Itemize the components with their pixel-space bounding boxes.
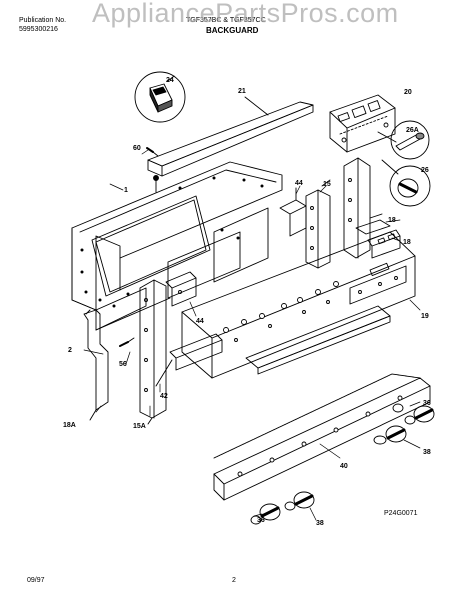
callout-26: 26 (421, 167, 429, 174)
footer-date: 09/97 (27, 577, 45, 584)
publication-label: Publication No. (19, 17, 67, 24)
control-panel-overlay (245, 305, 391, 375)
callout-15: 15 (323, 181, 331, 188)
model-numbers: TGF357BC & TGF357CC (186, 17, 266, 24)
part-44-bracket (279, 187, 307, 237)
part-19-control-panel (181, 231, 416, 379)
callout-21: 21 (238, 88, 246, 95)
part-26-knob (381, 159, 431, 207)
callout-56: 56 (119, 361, 127, 368)
part-1-back-panel (71, 161, 283, 331)
watermark: AppliancePartsPros.com (92, 0, 399, 28)
part-38-knob-4 (250, 503, 281, 525)
part-18a-side-bracket (83, 309, 109, 421)
callout-38-right: 38 (423, 449, 431, 456)
part-40-lower-panel (213, 373, 431, 501)
leader-lines (83, 149, 421, 521)
part-38-knob-3 (284, 491, 315, 511)
part-60-screw (146, 147, 159, 157)
section-title: BACKGUARD (206, 26, 259, 35)
callout-42: 42 (160, 393, 168, 400)
callout-60: 60 (133, 145, 141, 152)
part-20-clock-timer (329, 94, 396, 153)
callout-18A: 18A (63, 422, 76, 429)
part-38-knob-2 (392, 403, 435, 425)
part-26a-knob-shaft (377, 120, 430, 160)
callout-26a: 26A (406, 127, 419, 134)
callout-18-upper: 18 (388, 217, 396, 224)
callout-20: 20 (404, 89, 412, 96)
callout-40: 40 (340, 463, 348, 470)
callout-1: 1 (124, 187, 128, 194)
callout-2: 2 (68, 347, 72, 354)
callout-44-upper: 44 (295, 180, 303, 187)
part-42-bracket (155, 333, 223, 387)
diagram-code: P24G0071 (384, 510, 418, 517)
callout-38-left: 38 (316, 520, 324, 527)
callout-44-lower: 44 (196, 318, 204, 325)
part-38-knob-1 (373, 425, 407, 445)
callout-36-left: 36 (257, 517, 265, 524)
part-15a-end-cap-left (139, 279, 167, 425)
callout-36-right: 36 (423, 400, 431, 407)
part-21-top-trim (147, 96, 314, 193)
callout-15A: 15A (133, 423, 146, 430)
part-24-switch (134, 71, 186, 123)
footer-page-number: 2 (232, 577, 236, 584)
part-18-right-bracket (343, 157, 391, 259)
part-44-lower-bracket (165, 271, 197, 307)
publication-number: 5995300216 (19, 26, 58, 33)
callout-19: 19 (421, 313, 429, 320)
callout-18-lower: 18 (403, 239, 411, 246)
part-56-screw (119, 337, 135, 347)
callout-24: 24 (166, 77, 174, 84)
part-15-end-cap-right (305, 179, 331, 269)
